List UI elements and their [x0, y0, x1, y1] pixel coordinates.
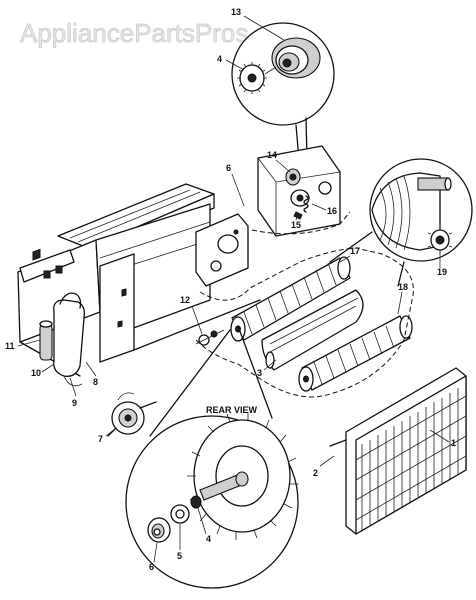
callout-2: 2 [313, 468, 318, 478]
callout-5-rear: 5 [177, 551, 182, 561]
leader-rear-detail-2 [149, 329, 231, 437]
callout-labels: 1 2 3 4 13 6 14 15 16 17 18 19 12 11 10 … [5, 7, 456, 572]
hardware-part-12 [195, 329, 225, 346]
callout-12: 12 [180, 295, 190, 305]
assembly-dashed-outline-2 [251, 211, 351, 235]
callout-18: 18 [398, 282, 408, 292]
detail-circle-right [369, 158, 473, 262]
housing-assembly [17, 183, 261, 377]
capacitor-group [39, 292, 86, 387]
assembly-dashed-outline [195, 247, 414, 398]
bracket-assembly [257, 145, 341, 237]
callout-11: 11 [5, 341, 15, 351]
callout-7: 7 [98, 434, 103, 444]
callout-15: 15 [291, 220, 301, 230]
motor-part-7 [107, 392, 157, 437]
leader-rear-detail [237, 325, 273, 419]
blower-wheel-18 [298, 315, 413, 392]
callout-13: 13 [231, 7, 241, 17]
callout-14: 14 [267, 150, 277, 160]
gear-part-4-top [237, 62, 267, 94]
callout-17: 17 [350, 246, 360, 256]
callout-4-rear: 4 [206, 534, 211, 544]
leader-right-detail-2 [397, 261, 405, 287]
detail-circle-top [231, 22, 335, 126]
callout-3: 3 [257, 368, 262, 378]
bearing-part-13 [271, 37, 321, 79]
callout-19: 19 [437, 267, 447, 277]
leader-right-detail [329, 231, 373, 263]
callout-6-rear: 6 [149, 562, 154, 572]
callout-9: 9 [72, 398, 77, 408]
detail-circle-rear-view [125, 412, 299, 589]
callout-16: 16 [327, 206, 337, 216]
callout-1: 1 [451, 438, 456, 448]
callout-6-top: 6 [226, 163, 231, 173]
callout-4-top: 4 [217, 54, 222, 64]
callout-10: 10 [31, 368, 41, 378]
coil-part-1 [329, 367, 467, 535]
rear-view-caption: REAR VIEW [206, 405, 258, 415]
callout-8: 8 [93, 377, 98, 387]
scroll-part-3 [261, 289, 364, 371]
